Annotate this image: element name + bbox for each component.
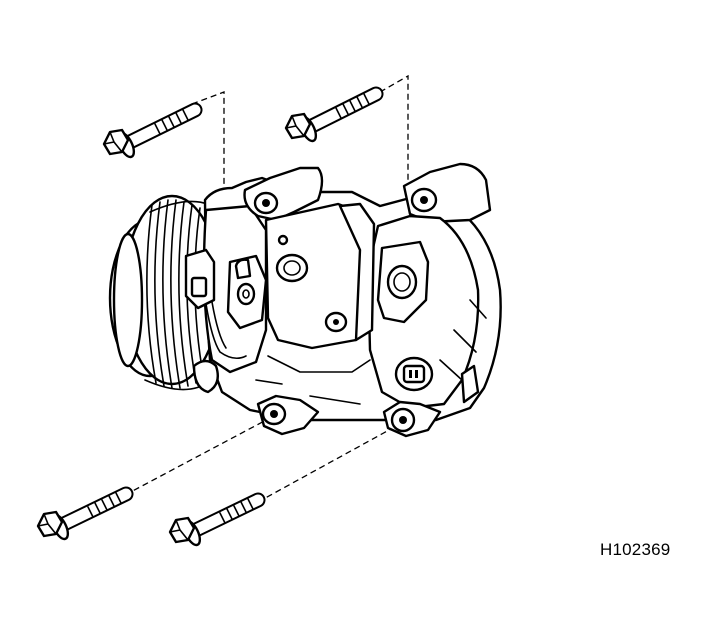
compressor-body	[108, 162, 502, 438]
pressure-sensor	[394, 356, 434, 392]
clutch-connector	[184, 248, 268, 394]
alignment-lines	[124, 74, 409, 503]
bolt-upper-right	[284, 86, 384, 143]
bolt-lower-left	[36, 486, 134, 541]
pulley	[108, 194, 223, 391]
bolt-lower-right	[168, 492, 266, 547]
figure-id-label: H102369	[600, 540, 671, 559]
bolt-upper-left	[102, 102, 203, 159]
